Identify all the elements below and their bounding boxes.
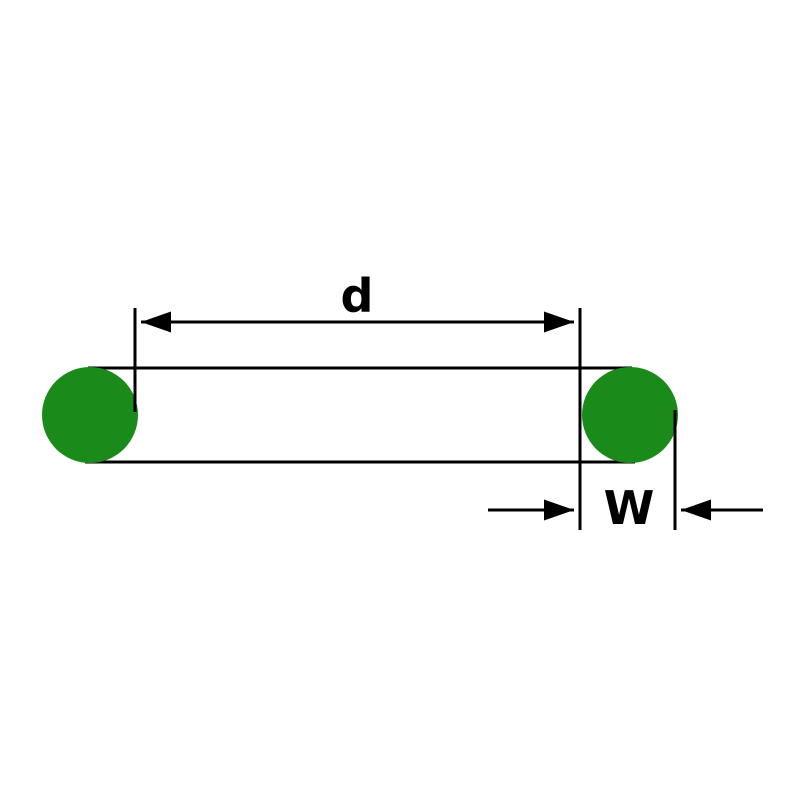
diameter-label: d bbox=[341, 269, 374, 323]
oring-cross-section-left bbox=[42, 367, 138, 463]
oring-cross-section-right bbox=[582, 367, 678, 463]
width-label: W bbox=[604, 481, 655, 535]
